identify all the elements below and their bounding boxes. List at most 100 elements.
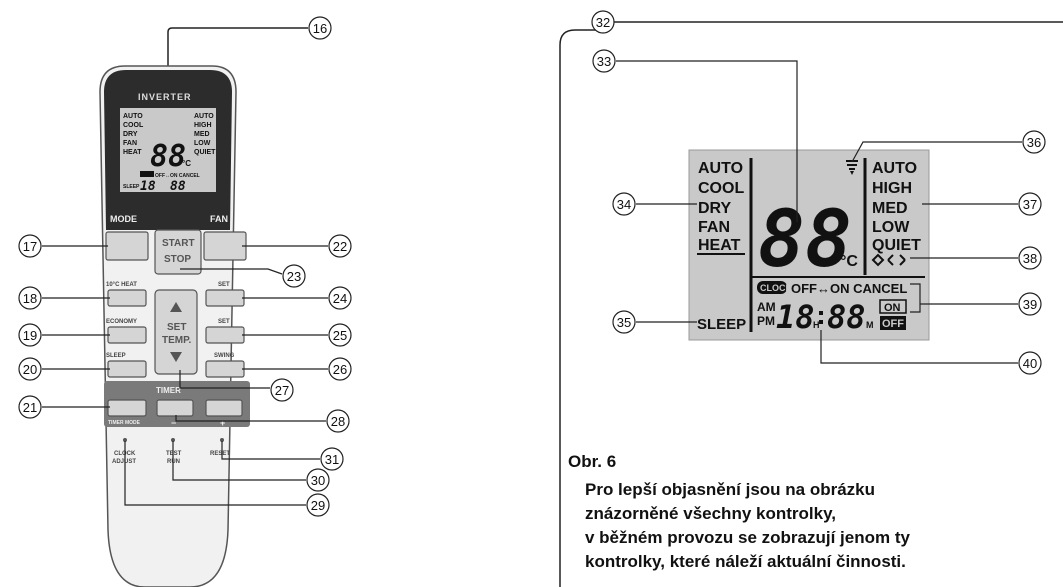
lcd-h-suffix: H [813,320,820,330]
lcd-time-minutes: 88 [827,298,866,336]
callout-40: 40 [1018,351,1042,375]
fan-label: FAN [210,214,228,224]
lcd-clock-badge [757,281,787,294]
horizontal-set-button[interactable] [205,326,245,344]
caption-line-2: znázorněné všechny kontrolky, [585,504,836,523]
svg-text:17: 17 [23,239,37,254]
leader-lines [42,60,1022,506]
remote-lcd-fan-quiet: QUIET [194,149,216,156]
lcd-timer-text: OFF↔ON CANCEL [791,281,907,296]
start-stop-button[interactable] [154,229,202,275]
sleep-button[interactable] [107,360,147,378]
remote-lcd-fan-high: HIGH [194,122,212,129]
temp-down-icon[interactable] [170,352,182,362]
svg-text:27: 27 [275,383,289,398]
callout-32: 32 [591,10,615,34]
lcd-sleep-indicator: SLEEP [697,316,746,333]
callouts: 16 17 18 19 20 21 22 23 24 25 26 27 28 2… [18,10,1046,517]
vertical-set-button[interactable] [205,289,245,307]
reset-label: RESET [210,451,230,457]
economy-button[interactable] [107,326,147,344]
timer-minus-button[interactable] [156,399,194,417]
svg-text:37: 37 [1023,197,1037,212]
callout-39: 39 [1018,292,1042,316]
lcd-mode-cool: COOL [698,180,744,197]
lcd-time-hours: 18 [776,298,815,336]
caption-line-1: Pro lepší objasnění jsou na obrázku [585,480,876,499]
remote-lcd-mode-dry: DRY [123,131,138,138]
svg-text:39: 39 [1023,297,1037,312]
lcd-fan-low: LOW [872,219,910,236]
set-temp-button[interactable] [154,289,198,375]
remote-lcd-sleep: SLEEP [123,184,140,190]
lcd-on-text: ON [884,302,901,314]
callout-26: 26 [328,357,352,381]
timer-mode-button[interactable] [107,399,147,417]
mode-button[interactable] [105,231,149,261]
callout-38: 38 [1018,246,1042,270]
plus-label: + [220,418,225,428]
svg-text:22: 22 [333,239,347,254]
remote-lcd-fan-low: LOW [194,140,211,147]
callout-36: 36 [1022,130,1046,154]
test-run-button[interactable] [171,438,175,442]
temp-up-icon[interactable] [170,302,182,312]
svg-text:21: 21 [23,400,37,415]
callout-37: 37 [1018,192,1042,216]
timer-plus-button[interactable] [205,399,243,417]
callout-29: 29 [306,493,330,517]
callout-31: 31 [320,447,344,471]
enlarged-lcd: AUTO COOL DRY FAN HEAT AUTO HIGH MED LOW… [688,149,930,341]
svg-text:20: 20 [23,362,37,377]
right-panel-frame [559,21,1063,587]
mode-label: MODE [110,214,137,224]
callout-27: 27 [270,378,294,402]
heat10-button[interactable] [107,289,147,307]
remote-lcd-mode-fan: FAN [123,140,137,147]
clock-adjust-button[interactable] [123,438,127,442]
callout-20: 20 [18,357,42,381]
callout-23: 23 [282,264,306,288]
fan-button[interactable] [203,231,247,261]
timer-mode-label: TIMER MODE [108,420,141,426]
stop-label: STOP [164,254,191,265]
remote-lcd-mode-auto: AUTO [123,113,143,120]
lcd-mode-dry: DRY [698,200,732,217]
remote-lcd-temp-unit: °C [182,159,191,168]
lcd-fan-quiet: QUIET [872,237,921,254]
remote-lcd-mode-cool: COOL [123,122,144,129]
svg-text:33: 33 [597,54,611,69]
reset-button[interactable] [220,438,224,442]
swing-label: SWING [214,353,235,359]
lcd-off-text: OFF [882,318,904,330]
swing-button[interactable] [205,360,245,378]
callout-35: 35 [612,310,636,334]
lcd-fan-med: MED [872,200,908,217]
remote-lcd [120,108,216,192]
lcd-temperature-unit: °C [840,253,858,270]
caption-line-4: kontrolky, které náleží aktuální činnost… [585,552,906,571]
lcd-mode-fan: FAN [698,219,730,236]
caption-line-3: v běžném provozu se zobrazují jenom ty [585,528,910,547]
svg-text:38: 38 [1023,251,1037,266]
vset-label: SET [218,282,230,288]
lcd-mode-heat: HEAT [698,237,741,254]
callout-33: 33 [592,49,616,73]
svg-text:19: 19 [23,328,37,343]
lcd-am: AM [757,300,776,314]
lcd-off-badge [880,316,906,330]
callout-16: 16 [308,16,332,40]
svg-text:25: 25 [333,328,347,343]
callout-19: 19 [18,323,42,347]
economy-label: ECONOMY [106,319,137,325]
set-temp-label-line1: SET [167,322,186,333]
svg-text:35: 35 [617,315,631,330]
lcd-temperature-digits: 88 [758,195,852,285]
callout-24: 24 [328,286,352,310]
remote-lcd-fan-med: MED [194,131,210,138]
clock-adjust-label-2: ADJUST [112,459,136,465]
svg-text:29: 29 [311,498,325,513]
test-run-label-1: TEST [166,451,182,457]
brand-label: INVERTER [138,92,192,102]
minus-label: − [171,418,176,428]
